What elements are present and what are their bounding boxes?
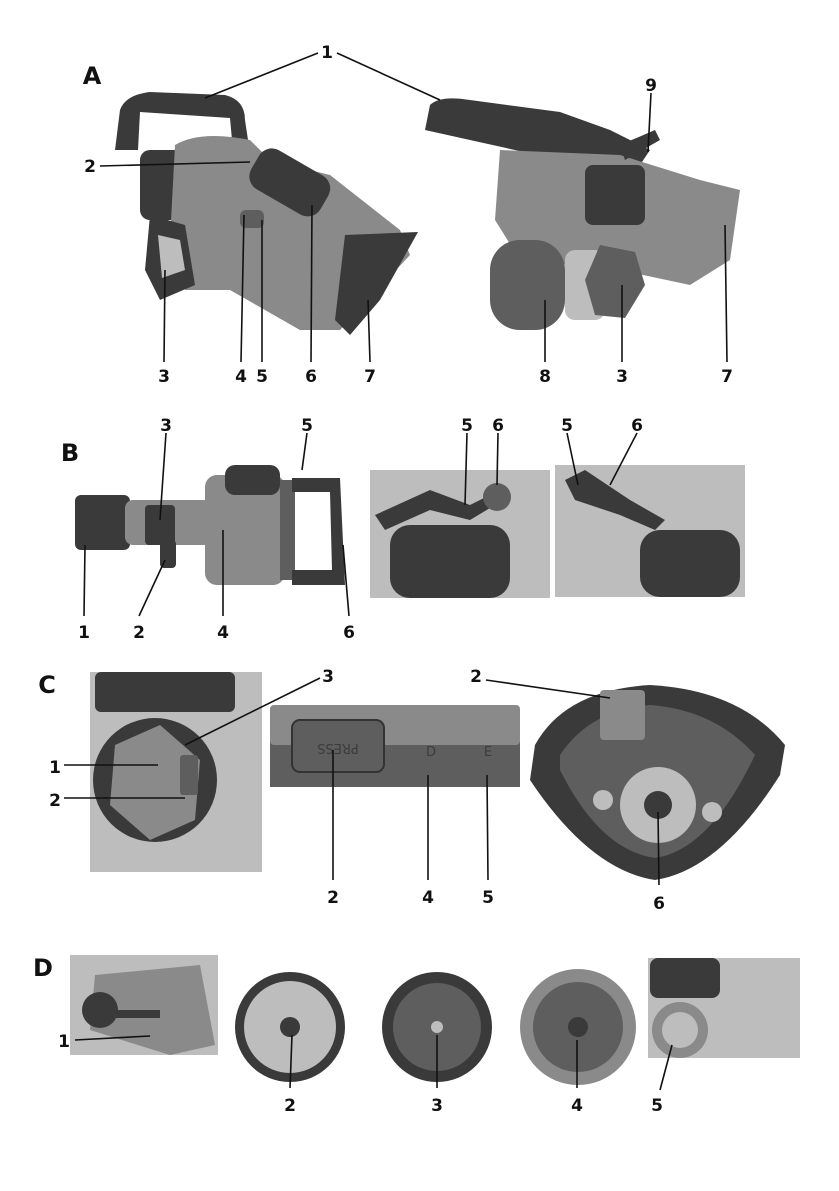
callout-b-3: 3 [160,416,172,436]
callout-c-1: 1 [49,758,61,778]
section-label-d: D [33,954,53,982]
callout-b-6: 6 [343,623,355,643]
section-label-b: B [61,439,79,467]
callout-c-3: 3 [322,667,334,687]
callout-b-5-closed: 5 [461,416,473,436]
callout-b-6-closed: 6 [492,416,504,436]
callout-a-9: 9 [645,76,657,96]
callout-c-5: 5 [482,888,494,908]
section-b: B 3 5 [61,416,745,643]
assembly-photo-d [648,958,800,1058]
callout-a-1: 1 [321,43,333,63]
callout-a-6: 6 [305,367,317,387]
callout-b-1: 1 [78,623,90,643]
callout-c-2: 2 [49,791,61,811]
lever-photo-open [555,465,745,597]
callout-c-2-right: 2 [470,667,482,687]
callout-d-1: 1 [58,1032,70,1052]
embossed-d: D [426,745,436,760]
section-label-a: A [83,62,102,90]
callout-b-5: 5 [301,416,313,436]
lever-photo-closed [370,470,550,598]
embossed-e: E [484,745,492,760]
callout-d-2: 2 [284,1096,296,1116]
cover-photo-c-left [90,672,262,872]
shaft-photo-d [70,955,218,1055]
cover-photo-c-right [530,685,785,880]
tool-photo-b-side [75,465,345,585]
callout-a-4: 4 [235,367,247,387]
callout-b-4: 4 [217,623,229,643]
callout-a-7-right: 7 [721,367,733,387]
section-d: D [33,954,800,1116]
roller-photo-4 [520,969,636,1085]
callout-a-8: 8 [539,367,551,387]
callout-b-6-open: 6 [631,416,643,436]
callout-c-4: 4 [422,888,434,908]
roller-photo-2 [235,972,345,1082]
callout-d-4: 4 [571,1096,583,1116]
press-embossed-text: PRESS [317,740,359,755]
callout-b-5-open: 5 [561,416,573,436]
callout-a-3: 3 [158,367,170,387]
callout-a-5: 5 [256,367,268,387]
tool-photo-a-right [425,98,740,330]
tool-photo-a-left [115,92,418,335]
callout-b-2: 2 [133,623,145,643]
section-label-c: C [38,671,56,699]
callout-c-6: 6 [653,894,665,914]
callout-d-5: 5 [651,1096,663,1116]
callout-a-2: 2 [84,157,96,177]
callout-d-3: 3 [431,1096,443,1116]
section-a: A [83,43,740,387]
callout-c-2-middle: 2 [327,888,339,908]
callout-a-7: 7 [364,367,376,387]
cover-photo-c-middle: PRESS D E [270,705,520,787]
section-c: C PRESS D E [38,667,785,914]
callout-a-3-right: 3 [616,367,628,387]
